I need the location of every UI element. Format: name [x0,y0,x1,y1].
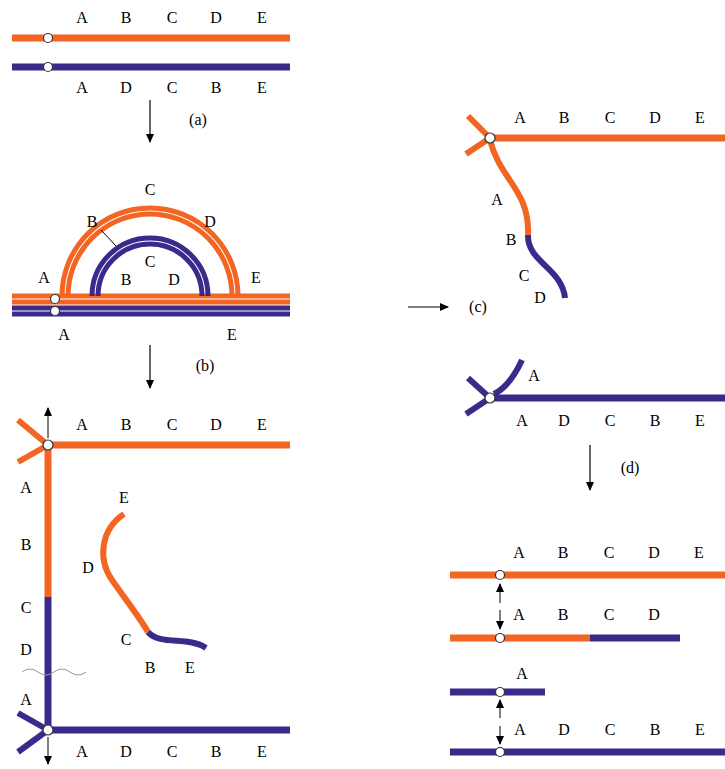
gene-locus-label: A [76,417,88,433]
gene-locus-label: C [167,744,178,760]
gene-locus-label: C [167,80,178,96]
gene-locus-label: B [21,537,32,553]
gene-locus-label: E [695,722,705,738]
gene-locus-label: B [145,660,156,676]
gene-locus-label: A [20,480,32,496]
gene-locus-label: C [167,10,178,26]
gene-locus-label: D [558,722,570,738]
gene-locus-label: B [121,272,132,288]
gene-locus-label: D [204,214,216,230]
gene-locus-label: A [528,368,540,384]
gene-locus-label: C [145,182,156,198]
gene-locus-label: D [20,642,32,658]
gene-locus-label: C [145,254,156,270]
gene-locus-label: E [257,417,267,433]
gene-locus-label: D [648,545,660,561]
gene-locus-label: A [76,744,88,760]
gene-locus-label: B [558,607,569,623]
gene-locus-label: E [257,80,267,96]
gene-locus-label: C [604,545,615,561]
gene-locus-label: E [257,10,267,26]
gene-locus-label: B [121,10,132,26]
gene-locus-label: B [650,722,661,738]
gene-locus-label: D [648,607,660,623]
gene-locus-label: C [21,600,32,616]
gene-locus-label: A [513,545,525,561]
gene-locus-label: E [694,545,704,561]
gene-locus-label: B [211,744,222,760]
gene-locus-label: B [121,417,132,433]
gene-locus-label: A [491,192,503,208]
gene-locus-label: A [513,607,525,623]
gene-locus-label: E [251,270,261,286]
gene-locus-label: B [650,413,661,429]
gene-locus-label: D [649,110,661,126]
gene-locus-label: A [58,327,70,343]
gene-locus-label: B [558,545,569,561]
gene-locus-label: E [119,490,129,506]
gene-locus-label: D [534,290,546,306]
gene-locus-label: A [514,722,526,738]
gene-locus-label: A [514,110,526,126]
gene-locus-label: E [227,327,237,343]
gene-locus-label: D [210,417,222,433]
gene-locus-label: E [695,413,705,429]
step-label: (d) [621,460,640,476]
gene-locus-label: C [167,417,178,433]
gene-locus-label: D [168,272,180,288]
gene-locus-label: C [604,607,615,623]
gene-locus-label: A [76,80,88,96]
step-label: (b) [196,358,215,374]
step-label: (a) [189,112,207,128]
gene-locus-label: E [257,744,267,760]
gene-locus-label: C [121,632,132,648]
gene-locus-label: C [605,722,616,738]
gene-locus-label: E [695,110,705,126]
gene-locus-label: A [76,10,88,26]
gene-locus-label: A [516,413,528,429]
gene-locus-label: A [20,692,32,708]
gene-locus-label: B [87,214,98,230]
gene-locus-label: E [185,660,195,676]
gene-locus-label: D [210,10,222,26]
step-label: (c) [469,299,487,315]
gene-locus-label: A [38,270,50,286]
gene-locus-label: A [516,666,528,682]
gene-locus-label: B [506,232,517,248]
gene-locus-label: B [559,110,570,126]
gene-locus-label: D [558,413,570,429]
gene-locus-label: C [605,110,616,126]
gene-locus-label: D [82,560,94,576]
gene-locus-label: C [605,413,616,429]
gene-locus-label: B [211,80,222,96]
gene-locus-label: D [120,744,132,760]
gene-locus-label: C [519,268,530,284]
gene-locus-label: D [120,80,132,96]
